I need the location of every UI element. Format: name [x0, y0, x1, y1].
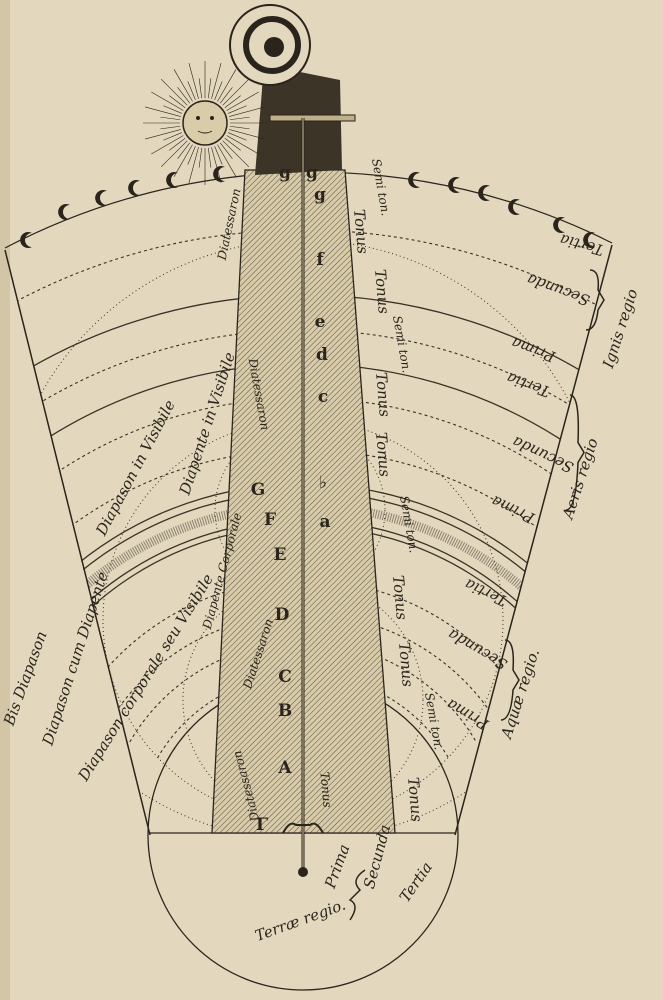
- note-label: G: [251, 480, 266, 500]
- note-label: C: [278, 667, 292, 687]
- note-label: g: [314, 185, 326, 205]
- moon-icon: [58, 204, 70, 220]
- moon-icon: [128, 180, 140, 196]
- note-label: c: [318, 387, 328, 407]
- interval-label-tonus: Tonus: [350, 208, 372, 255]
- moon-icon: [478, 185, 490, 201]
- interval-label-tonus: Tonus: [389, 574, 411, 621]
- note-label: A: [277, 758, 292, 778]
- note-label: D: [275, 605, 290, 625]
- bridge: [282, 822, 324, 834]
- brace: [500, 639, 520, 721]
- interval-label-tonus: Tonus: [372, 431, 394, 478]
- moon-icon: [553, 217, 565, 233]
- interval-label-tonus: Tonus: [372, 371, 394, 418]
- brace: [565, 394, 585, 511]
- moon-icon: [508, 198, 520, 215]
- moon-phases: [20, 166, 595, 249]
- moon-icon: [95, 190, 107, 206]
- moon-icon: [213, 166, 225, 182]
- interval-label-tonus: Tonus: [395, 641, 417, 688]
- interval-label-tonus: Tonus: [371, 268, 393, 315]
- note-label: E: [274, 545, 287, 565]
- note-label: g: [279, 163, 291, 183]
- tuning-peg: [269, 114, 356, 122]
- interval-label-tonus: Tonus: [317, 771, 334, 808]
- note-label: ♭: [319, 473, 327, 493]
- moon-icon: [408, 172, 420, 188]
- page-edge: [0, 0, 10, 1000]
- moon-icon: [20, 232, 32, 249]
- note-label: F: [264, 510, 276, 530]
- brace: [348, 869, 366, 921]
- note-label: g: [306, 163, 318, 183]
- sphere-arc: [129, 641, 477, 743]
- monochord-scroll: [229, 4, 356, 175]
- sun-icon: [143, 61, 267, 185]
- consonance-circle: [214, 424, 386, 596]
- moon-icon: [448, 177, 460, 193]
- note-label: f: [316, 250, 325, 270]
- note-label: e: [315, 312, 326, 332]
- moon-icon: [583, 232, 595, 248]
- fan-left-edge: [4, 249, 151, 836]
- string-anchor: [298, 867, 308, 877]
- fan-right-edge: [454, 244, 613, 836]
- note-label: Γ: [256, 815, 268, 835]
- brace: [585, 269, 605, 331]
- moon-icon: [166, 172, 178, 188]
- note-label: d: [316, 345, 328, 365]
- note-label: a: [319, 512, 330, 532]
- note-label: B: [278, 701, 292, 721]
- interval-label-tonus: Tonus: [404, 776, 426, 823]
- consonance-circle: [102, 419, 504, 821]
